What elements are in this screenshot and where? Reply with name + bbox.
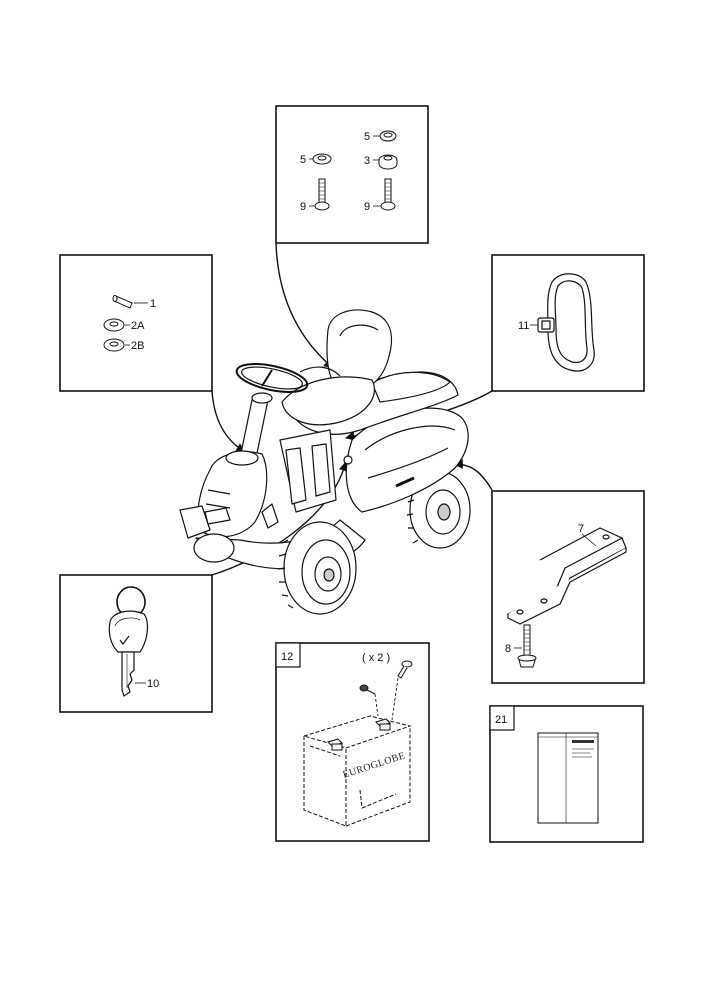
pin-icon bbox=[112, 295, 133, 309]
quantity-label: ( x 2 ) bbox=[362, 652, 390, 664]
callout-7: 7 bbox=[578, 523, 584, 535]
tractor-drawing bbox=[179, 309, 471, 615]
battery-box: 12 ( x 2 ) EUROGLOBE bbox=[275, 642, 430, 842]
callout-11: 11 bbox=[518, 320, 529, 332]
strap-box: 11 bbox=[491, 254, 645, 392]
bolt-box: 5 9 5 3 9 bbox=[275, 105, 429, 244]
callout-8: 8 bbox=[505, 643, 511, 655]
manual-box: 21 bbox=[489, 705, 644, 843]
washer-icon bbox=[103, 338, 125, 352]
callout-2a: 2A bbox=[131, 320, 145, 332]
screw-icon bbox=[359, 660, 413, 695]
strap-icon bbox=[537, 273, 595, 372]
screw-icon bbox=[517, 624, 537, 668]
callout-9-right: 9 bbox=[364, 201, 370, 213]
front-bumper bbox=[179, 505, 211, 539]
callout-5-right: 5 bbox=[364, 131, 370, 143]
bracket-icon bbox=[506, 527, 627, 625]
callout-9-left: 9 bbox=[300, 201, 306, 213]
washer-icon bbox=[379, 130, 397, 142]
bracket-box: 7 8 bbox=[491, 490, 645, 684]
washer-icon bbox=[312, 153, 332, 165]
callout-5-left: 5 bbox=[300, 154, 306, 166]
bolt-icon bbox=[314, 178, 330, 211]
manual-icon bbox=[537, 732, 599, 824]
callout-1: 1 bbox=[150, 298, 156, 310]
leader-key-box bbox=[211, 461, 349, 576]
callout-10: 10 bbox=[147, 678, 159, 690]
rear-left-wheel bbox=[277, 521, 357, 615]
pin-box: 1 2A 2B bbox=[59, 254, 213, 392]
box-number-12: 12 bbox=[281, 651, 293, 663]
rear-right-wheel bbox=[406, 471, 471, 549]
front-left-wheel bbox=[193, 533, 235, 563]
washer-icon bbox=[103, 318, 125, 332]
leader-pin-box bbox=[211, 390, 246, 453]
key-box: 10 bbox=[59, 574, 213, 713]
spacer-icon bbox=[378, 154, 398, 170]
callout-3: 3 bbox=[364, 155, 370, 167]
bolt-icon bbox=[380, 178, 396, 211]
leader-bolt-box bbox=[275, 242, 334, 369]
box-number-21: 21 bbox=[495, 714, 507, 726]
key-icon bbox=[108, 586, 149, 697]
callout-2b: 2B bbox=[131, 340, 144, 352]
